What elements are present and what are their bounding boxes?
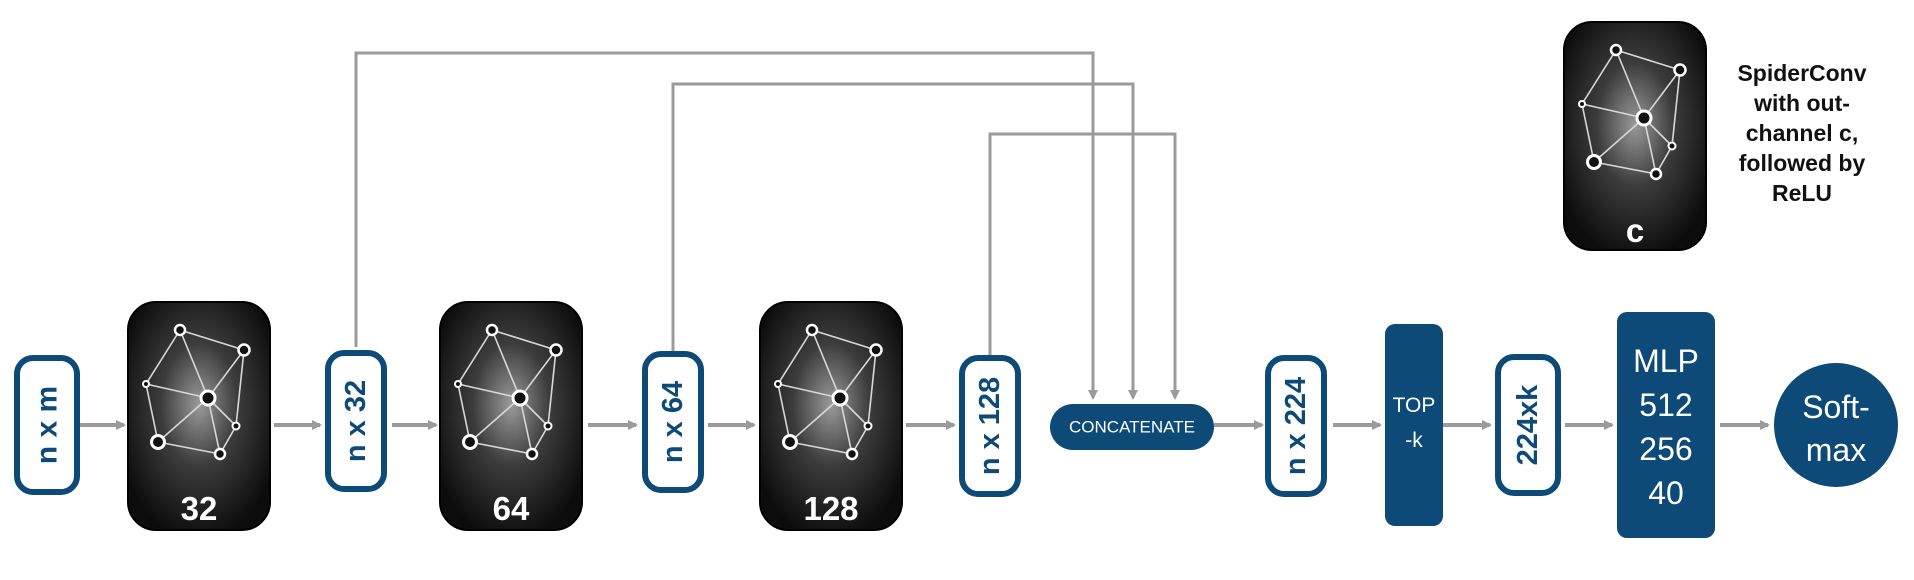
spiderconv-block-32: 32 bbox=[127, 301, 271, 531]
mlp-node: MLP 512 256 40 bbox=[1617, 312, 1715, 538]
skip-line-32 bbox=[354, 51, 1098, 400]
legend-line: ReLU bbox=[1771, 180, 1833, 206]
concatenate-label: CONCATENATE bbox=[1069, 418, 1195, 437]
topk-label-line1: TOP bbox=[1393, 394, 1436, 417]
legend-line: followed by bbox=[1738, 150, 1866, 176]
node-feat32-label: n x 32 bbox=[340, 380, 372, 462]
softmax-node: Soft- max bbox=[1774, 363, 1898, 487]
conv-block-label: 128 bbox=[803, 490, 858, 527]
skip-connections bbox=[354, 51, 1180, 400]
node-input: n x m bbox=[14, 355, 80, 495]
mlp-layer-512: 512 bbox=[1639, 387, 1692, 423]
legend-line: with out- bbox=[1754, 90, 1850, 116]
node-input-label: n x m bbox=[31, 386, 64, 464]
spiderconv-block-128: 128 bbox=[759, 301, 903, 531]
node-feat224-label: n x 224 bbox=[1280, 377, 1312, 475]
legend-channel-label: c bbox=[1626, 212, 1644, 249]
skip-line-64 bbox=[671, 82, 1138, 400]
concatenate-node: CONCATENATE bbox=[1050, 404, 1214, 450]
node-feat224: n x 224 bbox=[1265, 355, 1327, 497]
topk-label-line2: -k bbox=[1405, 429, 1423, 452]
conv-block-label: 64 bbox=[493, 490, 530, 527]
skip-line-128 bbox=[988, 132, 1180, 400]
node-feat32: n x 32 bbox=[325, 350, 387, 492]
legend-line: channel c, bbox=[1745, 120, 1859, 146]
softmax-line2: max bbox=[1806, 432, 1866, 468]
conv-block-label: 32 bbox=[181, 490, 218, 527]
mlp-layer-256: 256 bbox=[1639, 431, 1692, 467]
node-feat64-label: n x 64 bbox=[657, 381, 689, 463]
node-feat128-label: n x 128 bbox=[974, 377, 1006, 475]
topk-node: TOP -k bbox=[1385, 324, 1443, 526]
node-feat64: n x 64 bbox=[642, 351, 704, 493]
mlp-layer-40: 40 bbox=[1648, 475, 1684, 511]
legend-description: SpiderConv with out- channel c, followed… bbox=[1712, 58, 1892, 208]
spiderconv-block-64: 64 bbox=[439, 301, 583, 531]
softmax-line1: Soft- bbox=[1802, 389, 1870, 425]
node-topk-out: 224xk bbox=[1495, 354, 1561, 496]
legend-line: SpiderConv bbox=[1737, 60, 1867, 86]
node-topk-out-label: 224xk bbox=[1512, 384, 1544, 466]
mlp-title: MLP bbox=[1633, 343, 1699, 379]
legend-spiderconv-block: c bbox=[1563, 21, 1707, 251]
node-feat128: n x 128 bbox=[959, 355, 1021, 497]
